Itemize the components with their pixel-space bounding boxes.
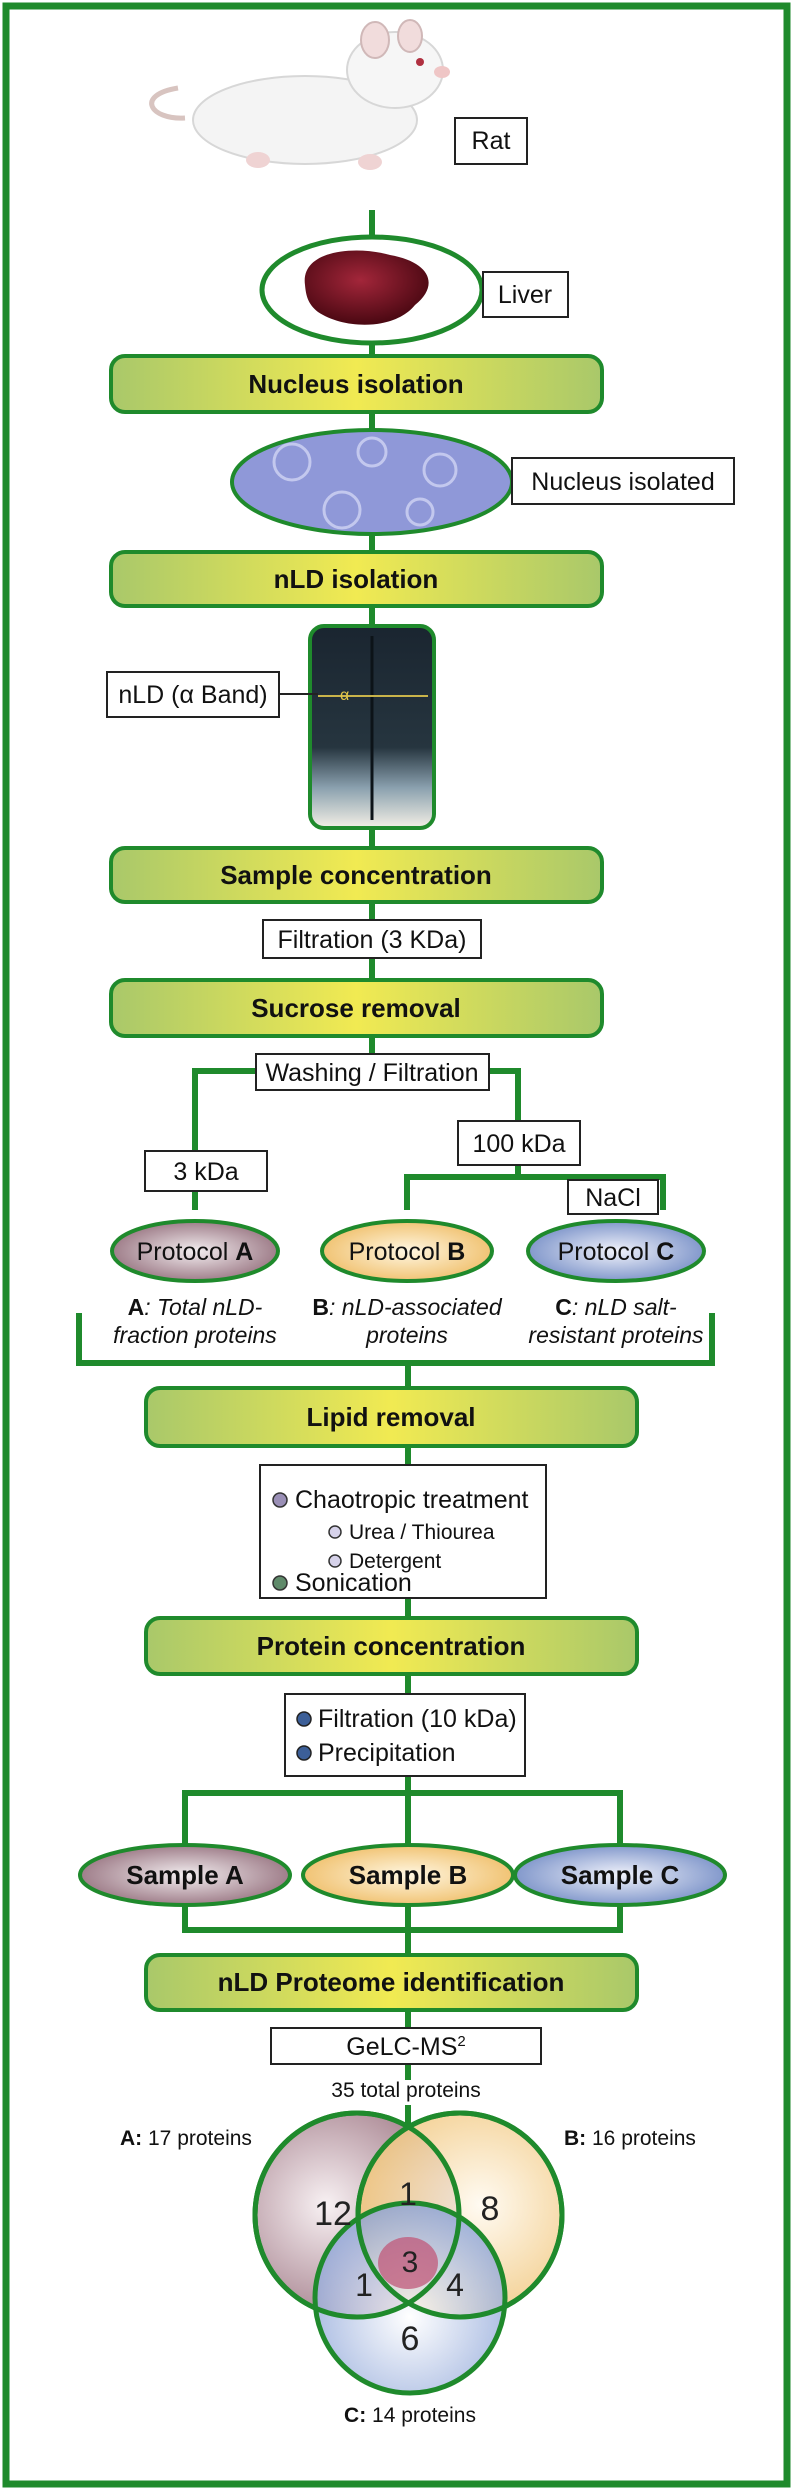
venn-diagram: 12 8 6 1 1 4 3	[252, 2110, 565, 2396]
venn-abc-region	[378, 2237, 438, 2289]
venn-b-label: B: 16 proteins	[564, 2127, 696, 2150]
step-nucleus-isolation-label: Nucleus isolation	[248, 369, 463, 399]
step-lipid-removal	[144, 1386, 639, 1448]
washing-box	[255, 1053, 490, 1091]
filtration-10-bullet-icon	[296, 1711, 312, 1727]
washing-label: Washing / Filtration	[265, 1059, 478, 1087]
nucleus-label-box	[511, 457, 735, 505]
kda3-label: 3 kDa	[173, 1158, 238, 1186]
nacl-label: NaCl	[585, 1184, 641, 1212]
gelc-label: GeLC-MS2	[346, 2033, 465, 2061]
step-nucleus-isolation	[109, 354, 604, 414]
venn-c-only: 6	[401, 2320, 420, 2358]
step-proteome-identification	[144, 1953, 639, 2012]
venn-ac: 1	[355, 2267, 373, 2303]
liver-label: Liver	[498, 281, 552, 309]
lipid-options-box	[259, 1464, 547, 1599]
protocol-c-desc-1: C: nLD salt-	[555, 1294, 677, 1320]
venn-b-only: 8	[481, 2190, 500, 2228]
protocol-c	[526, 1219, 706, 1283]
rat-image	[149, 19, 450, 170]
protocol-b-desc-1: B: nLD-associated	[312, 1294, 502, 1320]
protocol-a-desc-1: A: Total nLD-	[128, 1294, 263, 1320]
protocol-c-desc-2: resistant proteins	[528, 1322, 704, 1348]
step-sucrose-removal	[109, 978, 604, 1038]
step-protein-concentration-label: Protein concentration	[257, 1631, 526, 1661]
venn-abc: 3	[402, 2246, 419, 2279]
liver-label-box	[482, 271, 569, 318]
total-proteins-label: 35 total proteins	[331, 2079, 480, 2102]
sample-b-label: Sample B	[349, 1860, 468, 1890]
sample-c-label: Sample C	[561, 1860, 680, 1890]
step-lipid-removal-label: Lipid removal	[306, 1402, 475, 1432]
venn-a-only: 12	[314, 2195, 352, 2233]
filtration-3kda-box	[262, 919, 482, 959]
protocol-b-label: Protocol B	[349, 1238, 466, 1266]
detergent-label: Detergent	[349, 1550, 441, 1573]
kda100-label: 100 kDa	[472, 1130, 565, 1158]
nacl-box	[567, 1179, 659, 1215]
nucleus-label: Nucleus isolated	[531, 468, 714, 496]
filtration-10-label: Filtration (10 kDa)	[318, 1705, 517, 1733]
chaotropic-bullet-icon	[272, 1492, 288, 1508]
step-sample-concentration	[109, 846, 604, 904]
step-sample-concentration-label: Sample concentration	[220, 860, 492, 890]
venn-a-label: A: 17 proteins	[120, 2127, 252, 2150]
protocol-b	[320, 1219, 494, 1283]
nld-band-label-box	[106, 671, 280, 718]
protocol-b-desc-2: proteins	[365, 1322, 448, 1348]
protein-options-box	[284, 1693, 526, 1777]
kda3-box	[144, 1150, 268, 1192]
protocol-a-label: Protocol A	[137, 1238, 254, 1266]
filtration-3kda-label: Filtration (3 KDa)	[278, 926, 467, 954]
nucleus-ellipse	[230, 428, 514, 536]
venn-bc: 4	[446, 2267, 464, 2303]
precipitation-label: Precipitation	[318, 1739, 456, 1767]
nld-band-label: nLD (α Band)	[118, 681, 267, 709]
step-nld-isolation-label: nLD isolation	[274, 564, 439, 594]
protocol-a-desc-2: fraction proteins	[113, 1322, 277, 1348]
precipitation-bullet-icon	[296, 1745, 312, 1761]
kda100-box	[457, 1120, 581, 1166]
gelc-box	[270, 2027, 542, 2065]
protocol-a	[110, 1219, 280, 1283]
protocol-c-label: Protocol C	[558, 1238, 675, 1266]
detergent-bullet-icon	[328, 1554, 342, 1568]
nucleus-cells	[272, 436, 458, 530]
step-proteome-identification-label: nLD Proteome identification	[218, 1967, 565, 1997]
step-sucrose-removal-label: Sucrose removal	[251, 993, 461, 1023]
step-nld-isolation	[109, 550, 604, 608]
alpha-band-marker: α	[340, 687, 349, 704]
venn-c-label: C: 14 proteins	[344, 2404, 476, 2427]
urea-label: Urea / Thiourea	[349, 1521, 495, 1544]
liver-image	[304, 250, 429, 325]
sample-c	[513, 1843, 727, 1907]
chaotropic-label: Chaotropic treatment	[295, 1486, 529, 1514]
rat-label-box	[454, 117, 528, 165]
urea-bullet-icon	[328, 1525, 342, 1539]
step-protein-concentration	[144, 1616, 639, 1676]
rat-label: Rat	[472, 127, 511, 155]
sample-a	[78, 1843, 292, 1907]
sonication-bullet-icon	[272, 1575, 288, 1591]
sample-a-label: Sample A	[126, 1860, 244, 1890]
sonication-label: Sonication	[295, 1569, 412, 1597]
venn-ab: 1	[399, 2176, 417, 2212]
